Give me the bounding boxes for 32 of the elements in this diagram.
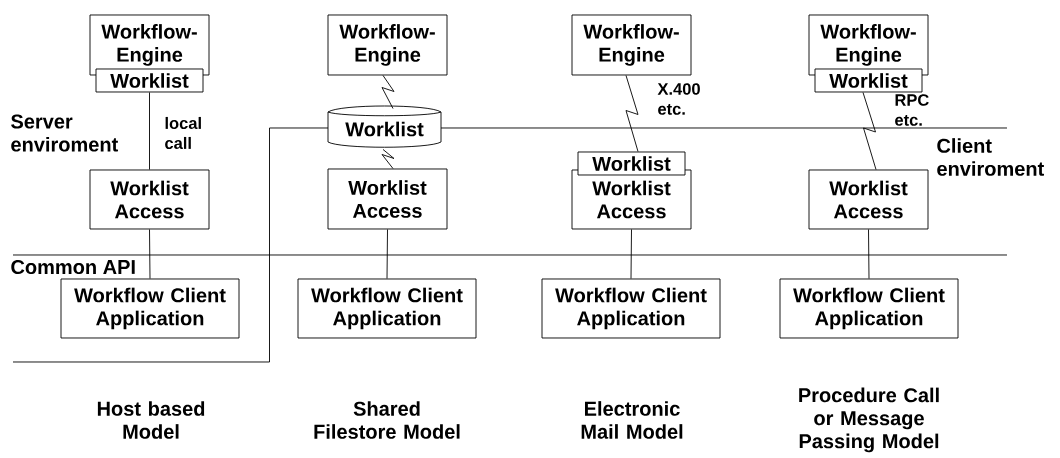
process-box: Workflow Client Application	[779, 278, 959, 339]
connector-line	[149, 92, 150, 170]
model-caption: Host based Model	[97, 401, 205, 439]
worklist-tab: Worklist	[814, 68, 923, 93]
connector-line	[149, 229, 151, 279]
process-box: Workflow Client Application	[541, 278, 721, 339]
process-box: Workflow-Engine	[327, 14, 448, 76]
connector-line	[386, 229, 388, 279]
process-box: Worklist Access	[808, 169, 929, 230]
process-box: Worklist Access	[89, 169, 210, 230]
model-caption: Shared Filestore Model	[314, 401, 460, 439]
process-box: Worklist Access	[327, 168, 448, 230]
lightning-link	[381, 149, 395, 169]
edge-label: X.400 etc.	[657, 83, 700, 115]
process-box: Workflow Client Application	[297, 278, 477, 339]
lightning-link	[862, 92, 877, 170]
process-box: Workflow-Engine	[571, 14, 692, 76]
model-caption: Electronic Mail Model	[581, 401, 683, 439]
edge-label: RPC etc.	[895, 94, 929, 126]
process-box: Workflow Client Application	[60, 278, 240, 339]
lightning-link	[625, 75, 639, 152]
region-label: Client enviroment	[937, 138, 1044, 176]
connector-line	[868, 229, 870, 279]
connector-line	[630, 229, 632, 279]
region-label: Server enviroment	[11, 114, 118, 152]
edge-label: local call	[165, 116, 201, 150]
lightning-link	[381, 75, 395, 109]
storage-drum: Worklist	[327, 105, 442, 148]
interface-label: Common API	[11, 259, 135, 275]
model-caption: Procedure Call or Message Passing Model	[799, 387, 939, 453]
worklist-tab: Worklist	[577, 151, 686, 176]
worklist-tab: Worklist	[95, 68, 204, 93]
